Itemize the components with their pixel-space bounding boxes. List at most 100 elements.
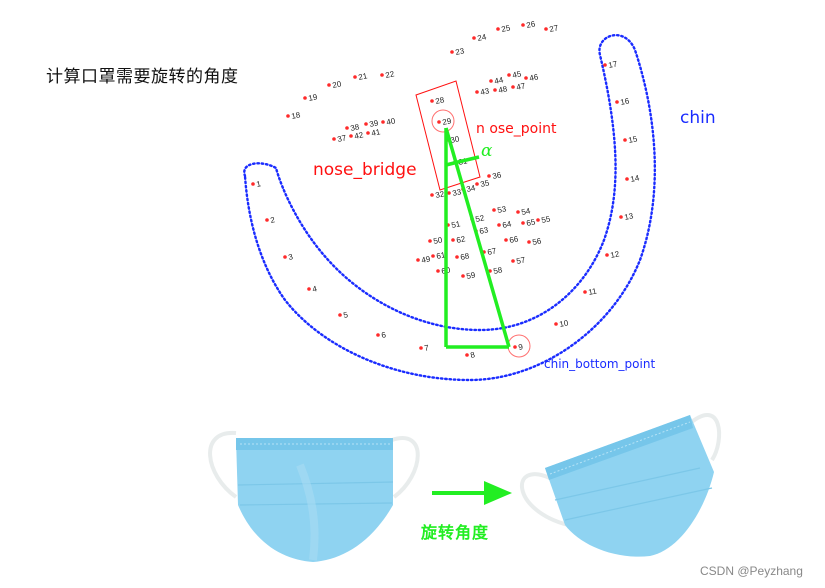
landmark-dot bbox=[265, 218, 269, 222]
landmark-dot bbox=[496, 27, 500, 31]
landmark-dot bbox=[376, 333, 380, 337]
landmark-dot bbox=[623, 138, 627, 142]
landmark-index-label: 53 bbox=[497, 204, 508, 215]
page-title: 计算口罩需要旋转的角度 bbox=[46, 67, 239, 87]
mask-front-image bbox=[208, 430, 420, 562]
landmark-index-label: 7 bbox=[424, 343, 431, 353]
landmark-dot bbox=[381, 120, 385, 124]
landmark-index-label: 61 bbox=[436, 250, 447, 261]
landmark-dot bbox=[513, 345, 517, 349]
landmark-index-label: 4 bbox=[312, 284, 319, 294]
landmark-dot bbox=[521, 221, 525, 225]
rotate-angle-label: 旋转角度 bbox=[421, 523, 490, 542]
landmark-dot bbox=[504, 238, 508, 242]
nose-bridge-label: nose_bridge bbox=[313, 160, 417, 180]
alpha-angle-label: α bbox=[481, 141, 493, 161]
landmark-index-label: 45 bbox=[512, 69, 523, 80]
landmark-dot bbox=[451, 238, 455, 242]
landmark-dot bbox=[447, 191, 451, 195]
landmark-index-label: 22 bbox=[385, 69, 396, 80]
angle-alpha-marker bbox=[445, 155, 480, 167]
landmark-index-label: 40 bbox=[386, 116, 397, 127]
landmark-index-label: 66 bbox=[509, 234, 520, 245]
landmark-dot bbox=[364, 122, 368, 126]
landmark-dot bbox=[619, 215, 623, 219]
landmark-dot bbox=[419, 346, 423, 350]
landmark-index-label: 41 bbox=[371, 127, 382, 138]
landmark-index-label: 37 bbox=[337, 133, 348, 144]
landmark-dot bbox=[332, 137, 336, 141]
landmark-index-label: 5 bbox=[343, 310, 350, 320]
landmark-index-label: 63 bbox=[479, 225, 490, 236]
landmark-index-label: 65 bbox=[526, 217, 537, 228]
landmark-dot bbox=[327, 83, 331, 87]
landmark-index-label: 11 bbox=[588, 286, 599, 297]
landmark-index-label: 46 bbox=[529, 72, 540, 83]
landmark-dot bbox=[516, 210, 520, 214]
landmark-dot bbox=[521, 23, 525, 27]
landmark-dot bbox=[493, 88, 497, 92]
landmark-index-label: 67 bbox=[487, 246, 498, 257]
landmark-dot bbox=[507, 73, 511, 77]
landmark-index-label: 38 bbox=[350, 122, 361, 133]
landmark-index-label: 30 bbox=[450, 134, 461, 145]
landmark-dot bbox=[461, 274, 465, 278]
landmark-index-label: 58 bbox=[493, 265, 504, 276]
landmark-dot bbox=[366, 131, 370, 135]
landmark-index-label: 62 bbox=[456, 234, 467, 245]
landmark-index-label: 14 bbox=[630, 173, 641, 184]
landmark-dot bbox=[605, 253, 609, 257]
landmark-index-label: 55 bbox=[541, 214, 552, 225]
landmark-index-label: 24 bbox=[477, 32, 488, 43]
landmark-dot bbox=[303, 96, 307, 100]
landmark-index-label: 49 bbox=[421, 254, 432, 265]
landmark-index-label: 42 bbox=[354, 130, 365, 141]
landmark-dot bbox=[353, 75, 357, 79]
landmark-dot bbox=[492, 208, 496, 212]
landmark-dot bbox=[455, 255, 459, 259]
landmark-dot bbox=[544, 27, 548, 31]
landmark-index-label: 48 bbox=[498, 84, 509, 95]
nose-point-label: n ose_point bbox=[476, 121, 557, 137]
landmark-dot bbox=[511, 85, 515, 89]
landmark-index-label: 21 bbox=[358, 71, 369, 82]
chin-label: chin bbox=[680, 108, 716, 128]
landmark-dot bbox=[554, 322, 558, 326]
landmark-dot bbox=[349, 134, 353, 138]
landmark-dot bbox=[345, 126, 349, 130]
landmark-dot bbox=[430, 99, 434, 103]
landmark-dot bbox=[380, 73, 384, 77]
landmark-dot bbox=[603, 63, 607, 67]
landmark-index-label: 20 bbox=[332, 79, 343, 90]
landmark-index-label: 9 bbox=[518, 342, 525, 352]
landmark-index-label: 52 bbox=[475, 213, 486, 224]
landmark-index-label: 33 bbox=[452, 187, 463, 198]
rotation-arrow-icon bbox=[432, 481, 512, 505]
landmark-index-label: 47 bbox=[516, 81, 527, 92]
landmark-index-label: 26 bbox=[526, 19, 537, 30]
landmark-dot bbox=[283, 255, 287, 259]
landmark-dot bbox=[338, 313, 342, 317]
mask-rotated-image bbox=[519, 413, 722, 557]
landmark-index-label: 19 bbox=[308, 92, 319, 103]
landmark-index-label: 28 bbox=[435, 95, 446, 106]
landmark-index-label: 39 bbox=[369, 118, 380, 129]
landmark-index-label: 10 bbox=[559, 318, 570, 329]
landmark-dot bbox=[307, 287, 311, 291]
rotation-triangle bbox=[444, 127, 511, 349]
landmark-index-label: 50 bbox=[433, 235, 444, 246]
landmark-index-label: 57 bbox=[516, 255, 527, 266]
landmark-index-label: 3 bbox=[288, 252, 295, 262]
triangle-hypotenuse bbox=[444, 127, 511, 348]
watermark: CSDN @Peyzhang bbox=[700, 564, 803, 578]
landmark-dot bbox=[465, 353, 469, 357]
landmark-dot bbox=[583, 290, 587, 294]
landmark-dot bbox=[450, 50, 454, 54]
chin-bottom-point-label: chin_bottom_point bbox=[544, 357, 656, 371]
landmark-dot bbox=[251, 182, 255, 186]
landmark-index-label: 32 bbox=[435, 189, 446, 200]
landmark-index-label: 12 bbox=[610, 249, 621, 260]
landmark-index-label: 17 bbox=[608, 59, 619, 70]
landmark-index-label: 44 bbox=[494, 75, 505, 86]
landmark-index-label: 54 bbox=[521, 206, 532, 217]
